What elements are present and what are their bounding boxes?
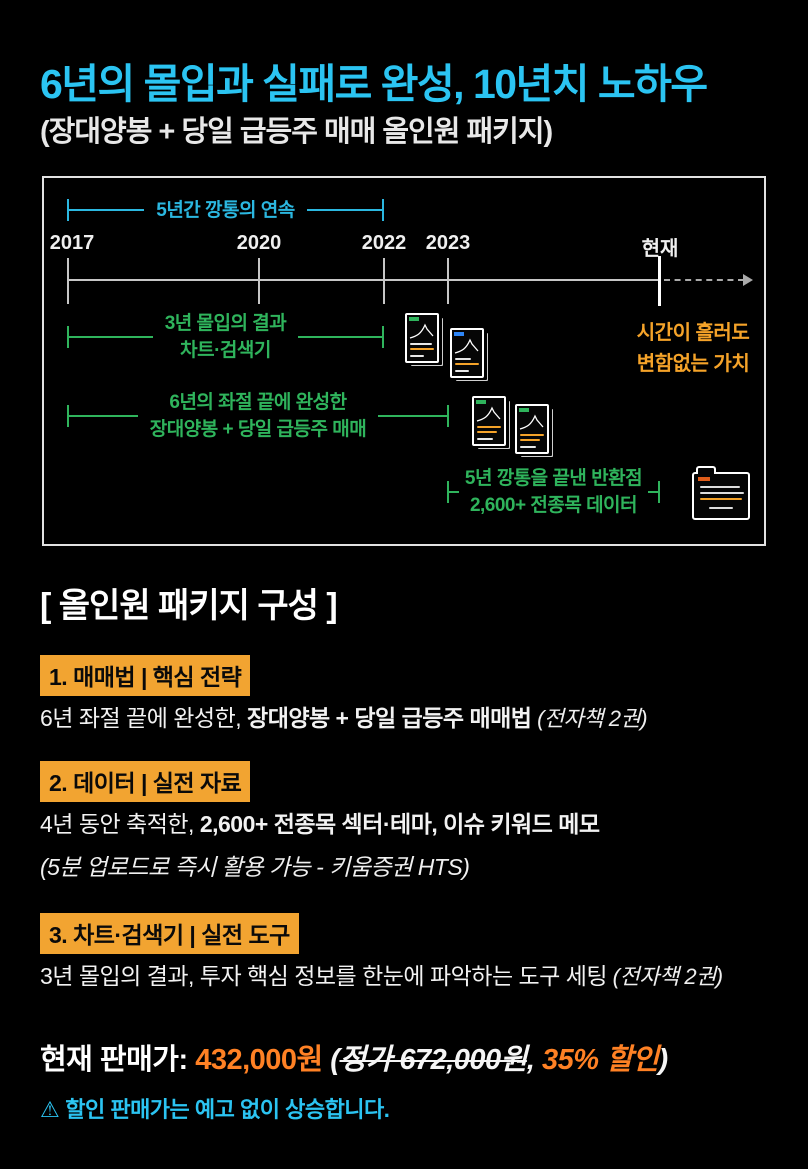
year-label-2023: 2023 — [425, 232, 471, 254]
timeline-axis — [67, 279, 659, 281]
original-price: 정가 672,000원 — [339, 1044, 527, 1076]
package-item-2-label: 2. 데이터 | 실전 자료 — [40, 761, 251, 802]
current-price: 432,000원 — [195, 1044, 323, 1076]
ebook-cover-icon — [405, 313, 439, 363]
timeline-future-dashed-line — [664, 279, 744, 281]
price-label: 현재 판매가: — [40, 1044, 188, 1076]
ebook-cover-icon — [472, 396, 506, 446]
page-subtitle: (장대양봉 + 당일 급등주 매매 올인원 패키지) — [40, 116, 553, 148]
timeline-arrow-icon — [743, 274, 753, 286]
original-price-group: (정가 672,000원, 35% 할인) — [330, 1044, 668, 1076]
year-label-now: 현재 — [641, 238, 679, 260]
bracket-losing-streak: 5년간 깡통의 연속 — [67, 190, 384, 230]
timeless-value-note: 시간이 흘러도 변함없는 가치 — [636, 322, 750, 375]
package-item-1-label: 1. 매매법 | 핵심 전략 — [40, 655, 251, 696]
discount-rate: 35% 할인 — [542, 1044, 659, 1076]
bracket-chart-screener-label: 3년 몰입의 결과 차트·검색기 — [152, 310, 299, 364]
ebook-cover-icon — [515, 404, 549, 454]
package-item-3-label: 3. 차트·검색기 | 실전 도구 — [40, 913, 299, 954]
package-section-heading: [ 올인원 패키지 구성 ] — [40, 587, 338, 625]
package-item-2-note: (5분 업로드로 즉시 활용 가능 - 키움증권 HTS) — [40, 854, 470, 880]
year-label-2022: 2022 — [361, 232, 407, 254]
bracket-final-trading-method-label: 6년의 좌절 끝에 완성한 장대양봉 + 당일 급등주 매매 — [137, 389, 379, 443]
year-label-2017: 2017 — [49, 232, 95, 254]
bracket-final-trading-method: 6년의 좌절 끝에 완성한 장대양봉 + 당일 급등주 매매 — [67, 384, 449, 448]
warning-icon: ⚠ — [40, 1097, 60, 1122]
bracket-losing-streak-label: 5년간 깡통의 연속 — [144, 196, 307, 224]
timeline-tick-2023 — [447, 258, 449, 304]
timeline-tick-now — [658, 256, 661, 306]
bracket-dataset-turning-point-label: 5년 깡통을 끝낸 반환점 2,600+ 전종목 데이터 — [458, 465, 649, 519]
ebook-cover-icon — [450, 328, 484, 378]
package-item-1-desc: 6년 좌절 끝에 완성한, 장대양봉 + 당일 급등주 매매법 (전자책 2권) — [40, 705, 648, 731]
bracket-dataset-turning-point: 5년 깡통을 끝낸 반환점 2,600+ 전종목 데이터 — [447, 460, 660, 524]
timeline-diagram: 5년간 깡통의 연속 2017 2020 2022 2023 현재 3년 몰입의… — [42, 176, 766, 546]
price-warning: ⚠할인 판매가는 예고 없이 상승합니다. — [40, 1092, 390, 1124]
page-title: 6년의 몰입과 실패로 완성, 10년치 노하우 — [40, 61, 708, 107]
timeline-tick-2017 — [67, 258, 69, 304]
year-label-2020: 2020 — [236, 232, 282, 254]
price-line: 현재 판매가: 432,000원 (정가 672,000원, 35% 할인) — [40, 1036, 800, 1078]
warning-text: 할인 판매가는 예고 없이 상승합니다. — [65, 1097, 390, 1122]
bracket-chart-screener: 3년 몰입의 결과 차트·검색기 — [67, 305, 384, 369]
package-item-2-desc: 4년 동안 축적한, 2,600+ 전종목 섹터·테마, 이슈 키워드 메모 — [40, 811, 600, 837]
folder-icon — [692, 466, 750, 520]
package-item-3-desc: 3년 몰입의 결과, 투자 핵심 정보를 한눈에 파악하는 도구 세팅 (전자책… — [40, 963, 723, 989]
timeline-tick-2022 — [383, 258, 385, 304]
timeline-tick-2020 — [258, 258, 260, 304]
